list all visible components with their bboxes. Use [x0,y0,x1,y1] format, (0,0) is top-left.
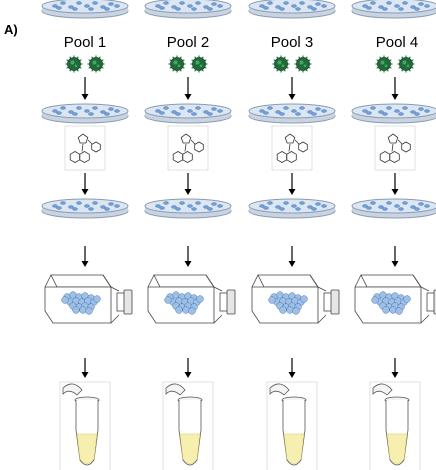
pool-2-label: Pool 2 [166,34,210,51]
pool-1-label: Pool 1 [63,34,107,51]
pool-1-arrow-1-icon [81,77,89,100]
pool-3-virus-icon [272,55,290,73]
pool-3-culture-flask-icon [251,274,340,324]
pool-2-arrow-2-icon [184,173,192,195]
pool-1-chemical-structure-icon [64,125,106,171]
pool-2-arrow-4-icon [184,358,192,378]
pool-4-infected-dish-icon [351,103,436,124]
pool-1-virus-icon [87,55,105,73]
pool-4-label: Pool 4 [375,34,419,51]
pool-3-top-dish-icon [248,0,336,19]
pool-3-infected-dish-icon [248,103,336,124]
pool-2-virus-icon [168,55,186,73]
pool-2-chemical-structure-icon [167,125,209,171]
pool-3-label: Pool 3 [270,34,314,51]
pool-4-microcentrifuge-tube-icon [369,381,421,470]
pool-2-arrow-1-icon [184,77,192,100]
pool-1-virus-icon [65,55,83,73]
pool-4-virus-icon [375,55,393,73]
pool-4-treated-dish-icon [351,198,436,219]
pool-4-virus-icon [397,55,415,73]
pool-2-infected-dish-icon [144,103,232,124]
pool-1-arrow-2-icon [81,173,89,195]
pool-4-arrow-3-icon [391,246,399,267]
pool-4-arrow-1-icon [391,77,399,100]
pool-1-top-dish-icon [41,0,129,19]
pool-1-arrow-3-icon [81,246,89,267]
pool-1-treated-dish-icon [41,198,129,219]
pool-3-arrow-1-icon [288,77,296,100]
pool-3-arrow-4-icon [288,358,296,378]
pool-3-chemical-structure-icon [271,125,313,171]
pool-1-microcentrifuge-tube-icon [59,381,111,470]
pool-4-arrow-2-icon [391,173,399,195]
pool-4-top-dish-icon [351,0,436,19]
pool-1-culture-flask-icon [44,274,133,324]
pool-2-treated-dish-icon [144,198,232,219]
pool-3-treated-dish-icon [248,198,336,219]
pool-2-virus-icon [190,55,208,73]
panel-label: A) [4,22,18,37]
pool-1-infected-dish-icon [41,103,129,124]
pool-4-culture-flask-icon [354,274,436,324]
pool-2-culture-flask-icon [147,274,236,324]
pool-2-arrow-3-icon [184,246,192,267]
pool-2-microcentrifuge-tube-icon [162,381,214,470]
pool-3-virus-icon [294,55,312,73]
pool-4-arrow-4-icon [391,358,399,378]
pool-1-arrow-4-icon [81,358,89,378]
pool-3-arrow-2-icon [288,173,296,195]
pool-3-arrow-3-icon [288,246,296,267]
pool-2-top-dish-icon [144,0,232,19]
pool-4-chemical-structure-icon [374,125,416,171]
pool-3-microcentrifuge-tube-icon [266,381,318,470]
